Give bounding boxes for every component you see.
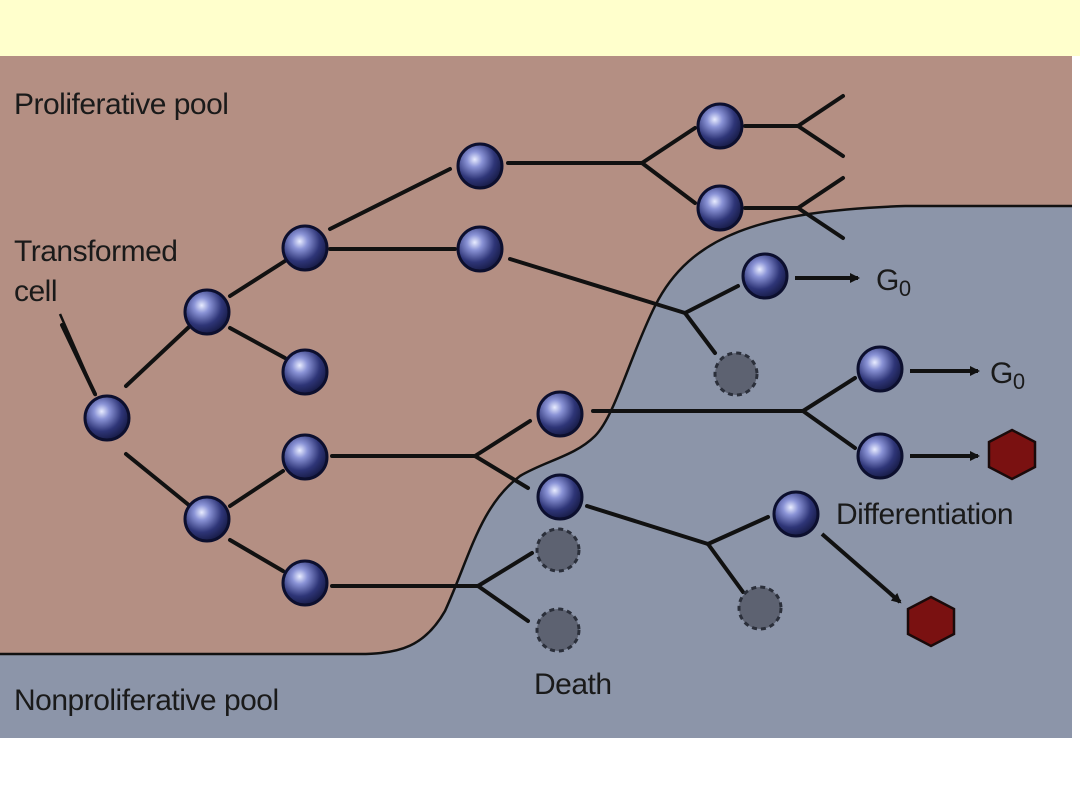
live-cell bbox=[772, 490, 820, 538]
pool-boundary bbox=[0, 204, 1072, 656]
transformed-cell-pointer bbox=[58, 313, 98, 397]
g0-label-upper: G0 bbox=[876, 264, 911, 301]
title-band bbox=[0, 0, 1080, 56]
live-cell bbox=[856, 345, 904, 393]
live-cell bbox=[281, 559, 329, 607]
arrows bbox=[795, 273, 980, 604]
live-cell bbox=[281, 224, 329, 272]
differentiation-label: Differentiation bbox=[836, 498, 1013, 531]
transformed-cell-label-line2: cell bbox=[14, 275, 57, 308]
live-cell bbox=[183, 495, 231, 543]
transformed-cell-label-line1: Transformed bbox=[14, 235, 177, 268]
live-cells bbox=[83, 102, 904, 607]
differentiated-cell bbox=[987, 428, 1037, 481]
bottom-margin bbox=[0, 738, 1080, 810]
live-cell bbox=[456, 225, 504, 273]
live-cell bbox=[696, 102, 744, 150]
differentiated-cells bbox=[906, 428, 1037, 648]
live-cell bbox=[281, 348, 329, 396]
differentiated-cell bbox=[906, 595, 956, 648]
labels: Proliferative pool Transformed cell G0 G… bbox=[14, 88, 1025, 717]
arrow-to-differentiated-cell-lower bbox=[820, 532, 902, 604]
dead-cell bbox=[713, 351, 759, 397]
dead-cell bbox=[737, 585, 783, 631]
live-cell bbox=[696, 184, 744, 232]
live-cell bbox=[183, 288, 231, 336]
live-cell bbox=[456, 142, 504, 190]
g0-label-lower: G0 bbox=[990, 357, 1025, 394]
dead-cell bbox=[535, 607, 581, 653]
lineage-lines bbox=[60, 94, 857, 623]
live-cell bbox=[741, 252, 789, 300]
nonproliferative-pool-label: Nonproliferative pool bbox=[14, 684, 279, 717]
right-edge-strip bbox=[1072, 56, 1080, 738]
death-label: Death bbox=[534, 668, 612, 701]
live-cell bbox=[281, 433, 329, 481]
cell-proliferation-diagram: Proliferative pool Transformed cell G0 G… bbox=[0, 56, 1080, 738]
live-cell bbox=[536, 390, 584, 438]
dead-cell bbox=[535, 527, 581, 573]
live-cell bbox=[536, 473, 584, 521]
live-cell bbox=[856, 432, 904, 480]
transformed-cell bbox=[83, 394, 131, 442]
proliferative-pool-label: Proliferative pool bbox=[14, 88, 228, 121]
dead-cells bbox=[535, 351, 783, 653]
